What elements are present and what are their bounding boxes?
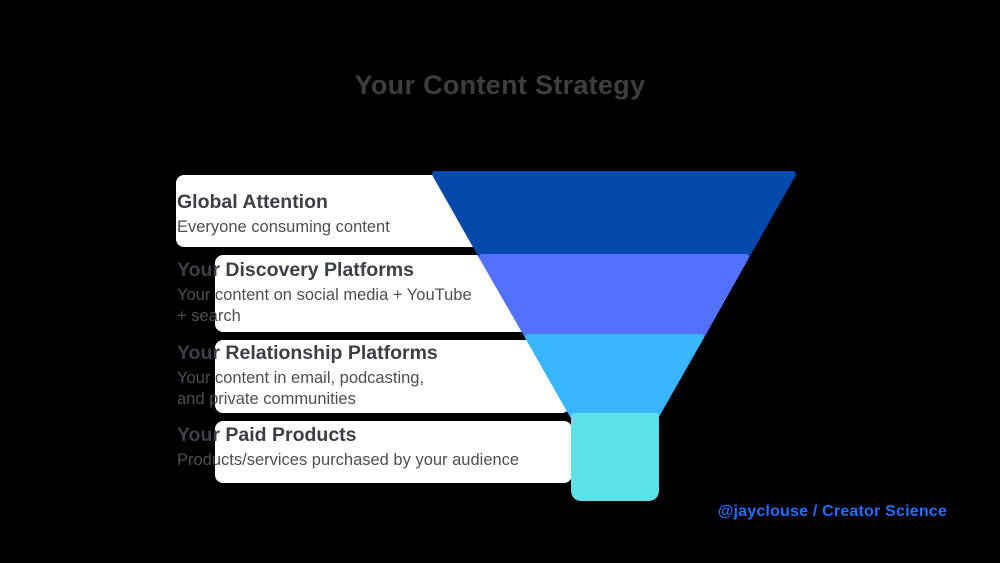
stage-subtitle: Your content on social media + YouTube +… — [177, 286, 472, 325]
stage-text-discovery-platforms: Your Discovery Platforms Your content on… — [177, 258, 557, 327]
funnel-segment-paid-products — [571, 413, 659, 501]
stage-heading: Global Attention — [177, 191, 328, 213]
credit-text: @jayclouse / Creator Science — [717, 503, 947, 520]
stage-heading: Your Paid Products — [177, 424, 357, 446]
stage-subtitle: Products/services purchased by your audi… — [177, 451, 520, 469]
stage-subtitle: Your content in email, podcasting, and p… — [177, 369, 425, 408]
stage-heading: Your Relationship Platforms — [177, 342, 438, 364]
stage-text-global-attention: Global Attention Everyone consuming cont… — [177, 190, 557, 238]
stage-text-paid-products: Your Paid Products Products/services pur… — [177, 423, 557, 471]
slide-title: Your Content Strategy — [354, 70, 646, 100]
stage-text-relationship-platforms: Your Relationship Platforms Your content… — [177, 341, 557, 410]
stage-card-relationship-platforms — [215, 340, 570, 413]
stage-card-paid-products — [215, 421, 572, 483]
stage-subtitle: Everyone consuming content — [177, 218, 390, 236]
stage-heading: Your Discovery Platforms — [177, 259, 414, 281]
